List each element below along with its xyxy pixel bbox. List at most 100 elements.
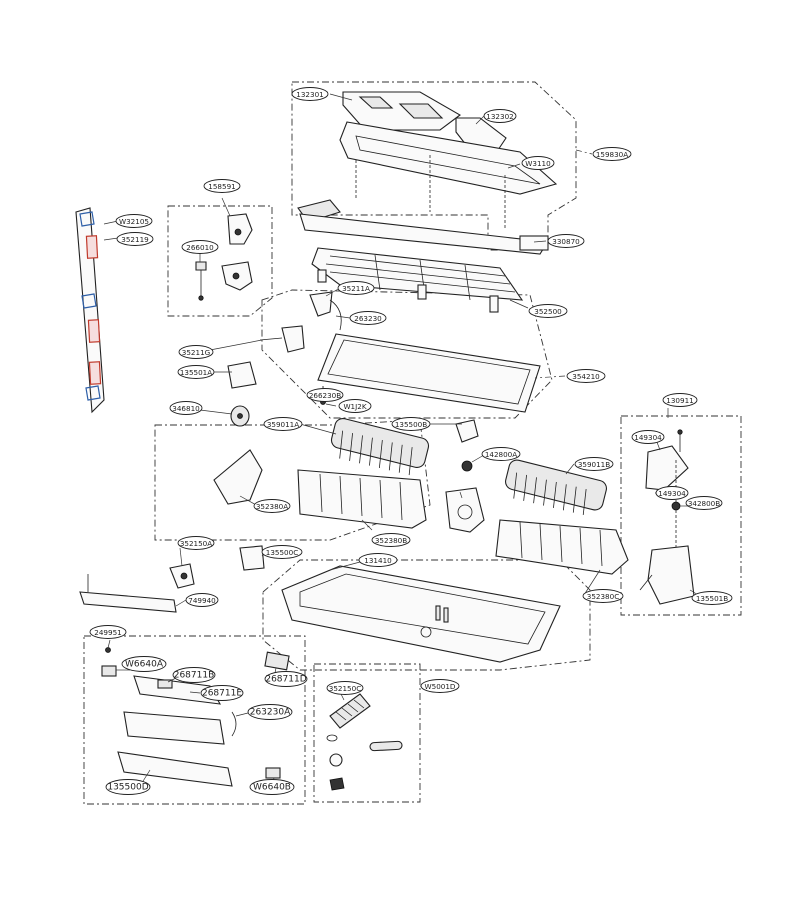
side-bracket-135501B	[647, 545, 695, 605]
grille-foot-1	[317, 269, 327, 283]
part-label-bubble	[115, 214, 153, 228]
part-label-text: W32105	[119, 217, 149, 226]
part-label-text: 359011A	[267, 420, 299, 429]
part-label-bubble	[547, 234, 585, 248]
strip-clip-3	[85, 385, 101, 401]
base-pan-inner	[299, 573, 546, 645]
part-label-263230A: 263230A	[247, 704, 293, 720]
motor-mount-hole-bottom	[232, 272, 240, 280]
part-label-bubble	[528, 304, 568, 318]
evaporator-filter-354210	[317, 333, 541, 413]
part-label-W1J2K: W1J2K	[338, 399, 372, 413]
part-label-text: 268711B	[174, 671, 215, 681]
bracket-screw-1-head	[677, 429, 683, 435]
part-label-bubble	[358, 553, 398, 567]
part-label-352380B: 352380B	[371, 533, 411, 547]
clip-352150A-hole	[180, 572, 188, 580]
drain-screw	[329, 777, 345, 791]
part-label-268711D: 268711D	[264, 671, 308, 687]
part-label-159830A: 159830A	[592, 147, 632, 161]
drain-kit-group-boundary	[313, 663, 421, 803]
control-cover-135500D	[117, 751, 233, 787]
bracket-749940	[79, 591, 177, 613]
control-box-group-boundary	[83, 635, 306, 805]
bearing-142800A	[461, 460, 473, 472]
relay-268711E	[157, 679, 173, 689]
part-label-268711E: 268711E	[200, 685, 244, 701]
part-label-bubble	[200, 685, 244, 701]
part-label-text: 158591	[208, 182, 235, 191]
part-label-bubble	[655, 486, 689, 500]
part-label-text: 130911	[666, 396, 693, 405]
part-label-text: 346810	[172, 404, 200, 413]
base-pan-rail-2	[443, 607, 449, 623]
control-pcb-268711B	[133, 675, 222, 705]
strip-window-3	[88, 361, 102, 385]
top-frame-slot-2	[398, 103, 444, 119]
pipe-35211G	[259, 337, 283, 341]
part-label-354210: 354210	[566, 369, 606, 383]
motor-mount-hole-top	[234, 228, 242, 236]
part-label-text: 749940	[188, 596, 216, 605]
part-label-158591: 158591	[203, 179, 241, 193]
part-label-149304A: 149304	[631, 430, 665, 444]
part-label-W3110: W3110	[521, 156, 555, 170]
part-label-text: W6640A	[125, 660, 164, 670]
part-label-text: 352500	[534, 307, 562, 316]
evaporator-group-boundary	[261, 289, 553, 419]
part-label-text: 352380C	[587, 592, 619, 601]
bracket-35211G	[281, 325, 305, 353]
part-label-text: 330870	[552, 237, 580, 246]
cross-flow-fan-359011A	[330, 417, 430, 476]
part-label-135500B: 135500B	[391, 417, 431, 431]
part-label-text: 266010	[186, 243, 214, 252]
part-label-bubble	[566, 369, 606, 383]
cover-clip-W6640B	[265, 767, 281, 779]
grille-support-frame	[339, 121, 558, 195]
part-label-bubble	[371, 533, 411, 547]
drain-clamp	[329, 753, 343, 767]
drain-washer	[326, 734, 338, 742]
motor-mount-bracket-top	[227, 213, 253, 245]
motor-mount-group-boundary	[167, 205, 273, 317]
part-label-bubble	[261, 545, 303, 559]
part-label-bubble	[264, 671, 308, 687]
part-label-bubble	[203, 179, 241, 193]
part-label-266230B: 266230B	[306, 388, 344, 402]
part-label-W32105: W32105	[115, 214, 153, 228]
part-label-text: 352150C	[329, 684, 361, 693]
part-label-330870: 330870	[547, 234, 585, 248]
part-label-text: 263230A	[250, 708, 291, 718]
part-label-bubble	[521, 156, 555, 170]
base-pan-outlet	[420, 626, 432, 638]
part-label-135501B: 135501B	[691, 591, 733, 605]
part-label-bubble	[291, 87, 329, 101]
part-label-text: 135500D	[107, 783, 148, 793]
part-label-130911: 130911	[662, 393, 698, 407]
part-label-text: 132302	[486, 112, 513, 121]
part-label-bubble	[592, 147, 632, 161]
drain-pipe	[369, 740, 403, 752]
part-label-text: 352150A	[180, 539, 212, 548]
terminal-268711D	[264, 651, 290, 671]
part-label-text: 35211G	[182, 348, 210, 357]
part-label-bubble	[338, 399, 372, 413]
part-label-149304B: 149304	[655, 486, 689, 500]
fan-group-boundary	[154, 419, 431, 541]
evaporator-filter-inner	[327, 339, 531, 405]
bearing-holder-ring	[457, 504, 473, 520]
part-label-text: 352119	[121, 235, 149, 244]
part-label-bubble	[185, 593, 219, 607]
strip-clip-1	[79, 211, 95, 227]
part-label-35211A: 35211A	[337, 281, 375, 295]
part-label-132302: 132302	[483, 109, 517, 123]
part-label-352380A: 352380A	[253, 499, 291, 513]
part-label-text: 135501B	[696, 594, 728, 603]
spacer-342800B	[671, 501, 681, 511]
part-label-bubble	[420, 679, 460, 693]
part-label-text: 135501A	[180, 368, 212, 377]
bracket-330870	[519, 235, 549, 251]
part-label-bubble	[326, 681, 364, 695]
bracket-135500C	[239, 545, 265, 571]
